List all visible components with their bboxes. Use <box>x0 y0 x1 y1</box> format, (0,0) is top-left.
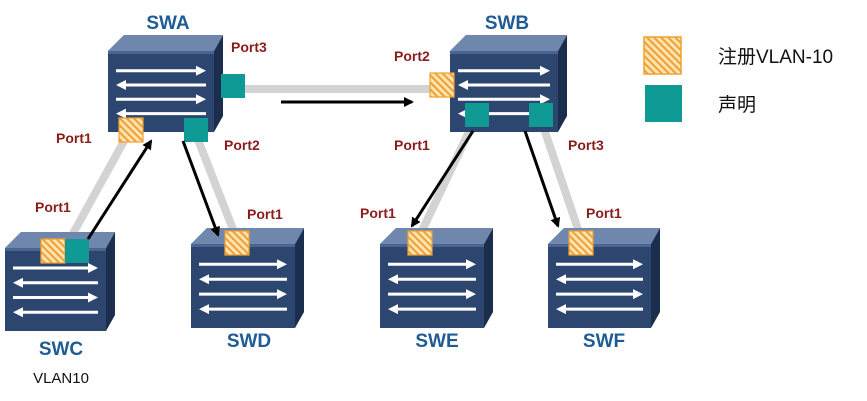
swc-port1-register-marker <box>40 238 66 264</box>
legend-register-label: 注册VLAN-10 <box>718 46 833 68</box>
swa-port2-declare-marker <box>184 118 208 142</box>
swc-port1-declare-marker <box>65 239 89 263</box>
register-marker-icon <box>643 36 682 75</box>
link-swb-swe <box>416 115 480 237</box>
swc-vlan-label: VLAN10 <box>33 370 89 387</box>
swd-port1-register-marker <box>224 230 250 256</box>
swf-port1-register-marker <box>568 230 594 256</box>
swb-port1-label: Port1 <box>394 137 430 153</box>
swd-port1-label: Port1 <box>247 206 283 222</box>
swc-label: SWC <box>39 339 84 360</box>
swd-icon <box>191 228 311 328</box>
swa-port2-label: Port2 <box>224 137 260 153</box>
swb-port1-declare-marker <box>465 103 489 127</box>
swb-label: SWB <box>485 13 529 34</box>
link-swa-swd <box>191 130 240 239</box>
swf-icon <box>548 228 667 328</box>
swa-port3-label: Port3 <box>231 39 267 55</box>
legend-declare-label: 声明 <box>718 94 756 116</box>
swe-icon <box>380 228 500 328</box>
swb-port3-declare-marker <box>529 103 553 127</box>
swa-label: SWA <box>146 13 190 34</box>
swb-port2-register-marker <box>429 72 455 98</box>
swe-port1-register-marker <box>407 230 433 256</box>
swf-port1-label: Port1 <box>586 205 622 221</box>
links-layer <box>61 85 584 250</box>
swa-port1-register-marker <box>118 117 144 143</box>
arrow-swa-to-swd <box>181 140 220 237</box>
swb-port2-label: Port2 <box>394 48 430 64</box>
declare-marker-icon <box>645 85 682 122</box>
swc-port1-label: Port1 <box>35 199 71 215</box>
arrow-swb-to-swf <box>523 130 561 228</box>
legend: 注册VLAN-10 声明 <box>643 36 833 122</box>
link-swa-swc <box>61 130 133 250</box>
swf-label: SWF <box>583 331 625 352</box>
swd-label: SWD <box>227 331 271 352</box>
port-markers-layer <box>40 72 594 264</box>
swa-port1-label: Port1 <box>56 130 92 146</box>
arrow-swc-to-swa <box>86 139 153 240</box>
swa-port3-declare-marker <box>221 74 245 98</box>
swc-icon <box>5 232 122 331</box>
link-swb-swf <box>536 115 584 237</box>
swe-label: SWE <box>415 331 458 352</box>
arrow-swb-to-swe <box>410 130 475 228</box>
swb-port3-label: Port3 <box>568 137 604 153</box>
swe-port1-label: Port1 <box>360 205 396 221</box>
arrows-layer <box>86 97 561 240</box>
